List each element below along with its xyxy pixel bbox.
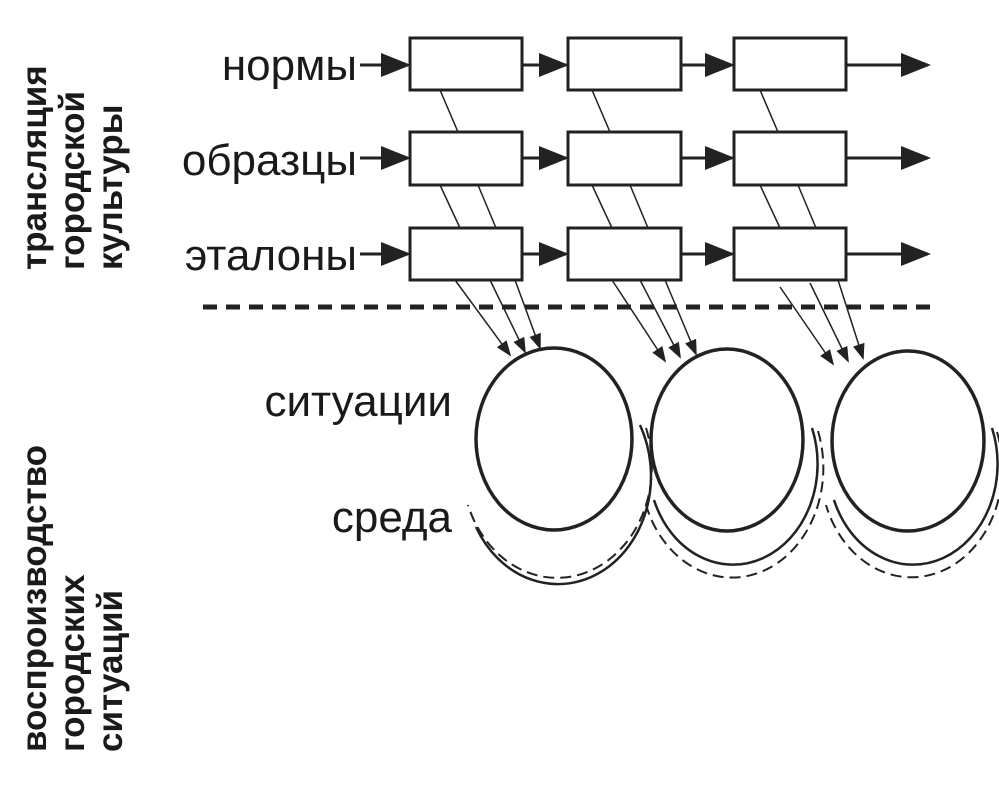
translation-label-line-1: трансляция bbox=[15, 65, 54, 270]
environment-arc bbox=[832, 427, 999, 566]
box-standards-3 bbox=[732, 226, 848, 282]
row-label-patterns: образцы bbox=[182, 136, 357, 185]
situation-3 bbox=[825, 349, 999, 579]
reproduction-label-line-1: воспроизводство bbox=[15, 445, 54, 752]
row-label-standards: эталоны bbox=[185, 231, 357, 280]
input-arrow bbox=[664, 279, 697, 356]
situation-2 bbox=[645, 347, 825, 579]
connector-line bbox=[591, 184, 613, 229]
input-arrow bbox=[611, 279, 667, 363]
connector-line bbox=[439, 89, 459, 133]
box-grid bbox=[408, 36, 848, 282]
box-norms-2 bbox=[566, 36, 683, 92]
input-arrow bbox=[454, 279, 512, 357]
connector-line bbox=[797, 184, 817, 229]
environment-dashed-arc bbox=[645, 430, 825, 579]
box-standards-1 bbox=[408, 226, 524, 282]
translation-label: трансляция городской культуры bbox=[15, 56, 130, 270]
input-arrow bbox=[639, 279, 681, 359]
situations-label: ситуации bbox=[264, 377, 452, 426]
connector-line bbox=[629, 184, 649, 229]
input-arrow bbox=[514, 279, 541, 350]
situation-circle bbox=[649, 347, 805, 533]
environment-arc bbox=[474, 424, 653, 586]
box-patterns-2 bbox=[566, 130, 683, 187]
translation-label-line-2: городской bbox=[53, 91, 92, 270]
input-arrow bbox=[837, 279, 865, 360]
situation-circle bbox=[474, 346, 634, 532]
box-norms-1 bbox=[408, 36, 524, 92]
connector-line bbox=[759, 89, 779, 133]
inter-row-connectors bbox=[439, 89, 817, 229]
connector-line bbox=[759, 184, 781, 229]
row-label-norms: нормы bbox=[222, 41, 357, 90]
box-patterns-1 bbox=[408, 130, 524, 187]
connector-line bbox=[591, 89, 611, 133]
situation-circle bbox=[830, 349, 986, 533]
environment-dashed-arc bbox=[825, 431, 999, 579]
reproduction-label: воспроизводство городских ситуаций bbox=[15, 435, 130, 752]
reproduction-label-line-2: городских bbox=[53, 574, 92, 752]
situation-input-arrows bbox=[454, 279, 865, 366]
reproduction-label-line-3: ситуаций bbox=[91, 590, 130, 752]
input-arrow bbox=[779, 286, 835, 366]
translation-label-line-3: культуры bbox=[91, 105, 130, 270]
box-norms-3 bbox=[732, 36, 848, 92]
input-arrow bbox=[489, 279, 526, 354]
box-patterns-3 bbox=[732, 130, 848, 187]
environment-dashed-arc bbox=[467, 427, 653, 579]
box-standards-2 bbox=[566, 226, 683, 282]
input-arrow bbox=[809, 282, 849, 363]
connector-line bbox=[477, 184, 497, 229]
connector-line bbox=[439, 184, 461, 229]
situation-1 bbox=[467, 346, 653, 586]
environment-label: среда bbox=[332, 493, 453, 542]
environment-arc bbox=[652, 427, 819, 566]
